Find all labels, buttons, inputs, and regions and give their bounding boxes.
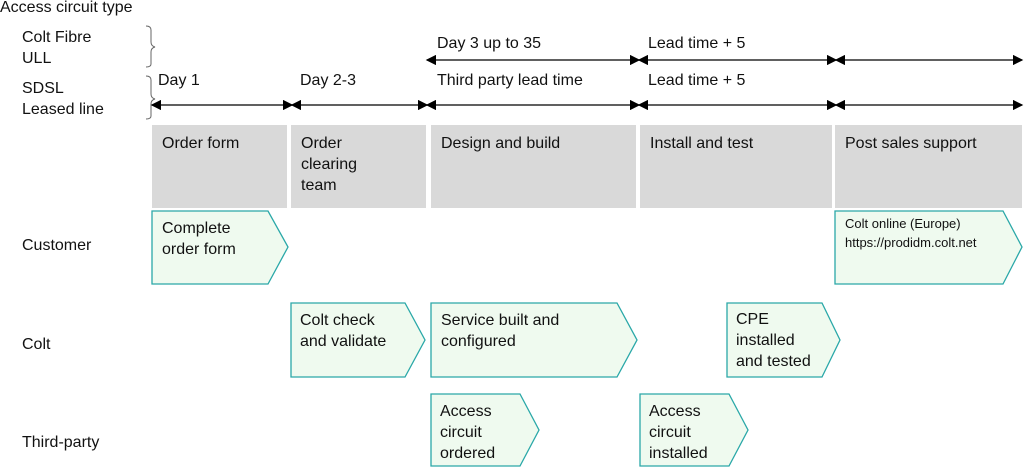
brace-fibre [145,25,156,68]
lane-customer: Customer [22,237,92,254]
phase-label: Design and build [441,135,561,152]
task-shape-cpe-installed [726,302,841,378]
timeline-sdsl-thirdparty: Third party lead time [437,72,583,89]
task-shape-service-built [430,302,638,378]
timeline-fibre-design: Day 3 up to 35 [437,35,542,52]
task-shape-colt-online [834,210,1023,285]
brace-sdsl [145,75,156,120]
timeline-sdsl-day23: Day 2-3 [300,72,357,89]
circuit-type-sdsl: SDSL Leased line [22,80,104,118]
task-shape-access-installed [639,393,749,467]
task-shape-complete-order [151,210,289,285]
phase-label: Post sales support [845,135,977,152]
task-shape-check-validate [290,302,426,378]
task-complete-order: Complete order form [162,220,236,258]
phase-label: Order form [162,135,240,152]
phase-design-build: Design and build [431,125,636,208]
task-shape-access-ordered [430,393,540,467]
timeline-sdsl-install: Lead time + 5 [648,72,746,89]
phase-install-test: Install and test [640,125,832,208]
task-service-built: Service built and configured [441,312,560,350]
circuit-type-fibre-ull: Colt Fibre ULL [22,29,92,67]
phase-order-clearing: Order clearing team [291,125,426,208]
task-check-validate: Colt check and validate [300,312,387,350]
task-access-installed: Access circuit installed [649,403,708,462]
phase-order-form: Order form [152,125,287,208]
diagram-title: Access circuit type [0,0,133,16]
lane-third-party: Third-party [22,434,100,451]
lane-colt: Colt [22,336,51,353]
phase-label: Install and test [650,135,754,152]
timeline-sdsl-day1: Day 1 [158,72,200,89]
task-colt-online: Colt online (Europe) https://prodidm.col… [845,216,977,250]
phase-label: Order clearing team [301,135,358,194]
task-cpe-installed: CPE installed and tested [736,311,811,370]
task-access-ordered: Access circuit ordered [440,403,496,462]
timeline-fibre-install: Lead time + 5 [648,35,746,52]
phase-post-sales: Post sales support [835,125,1022,208]
